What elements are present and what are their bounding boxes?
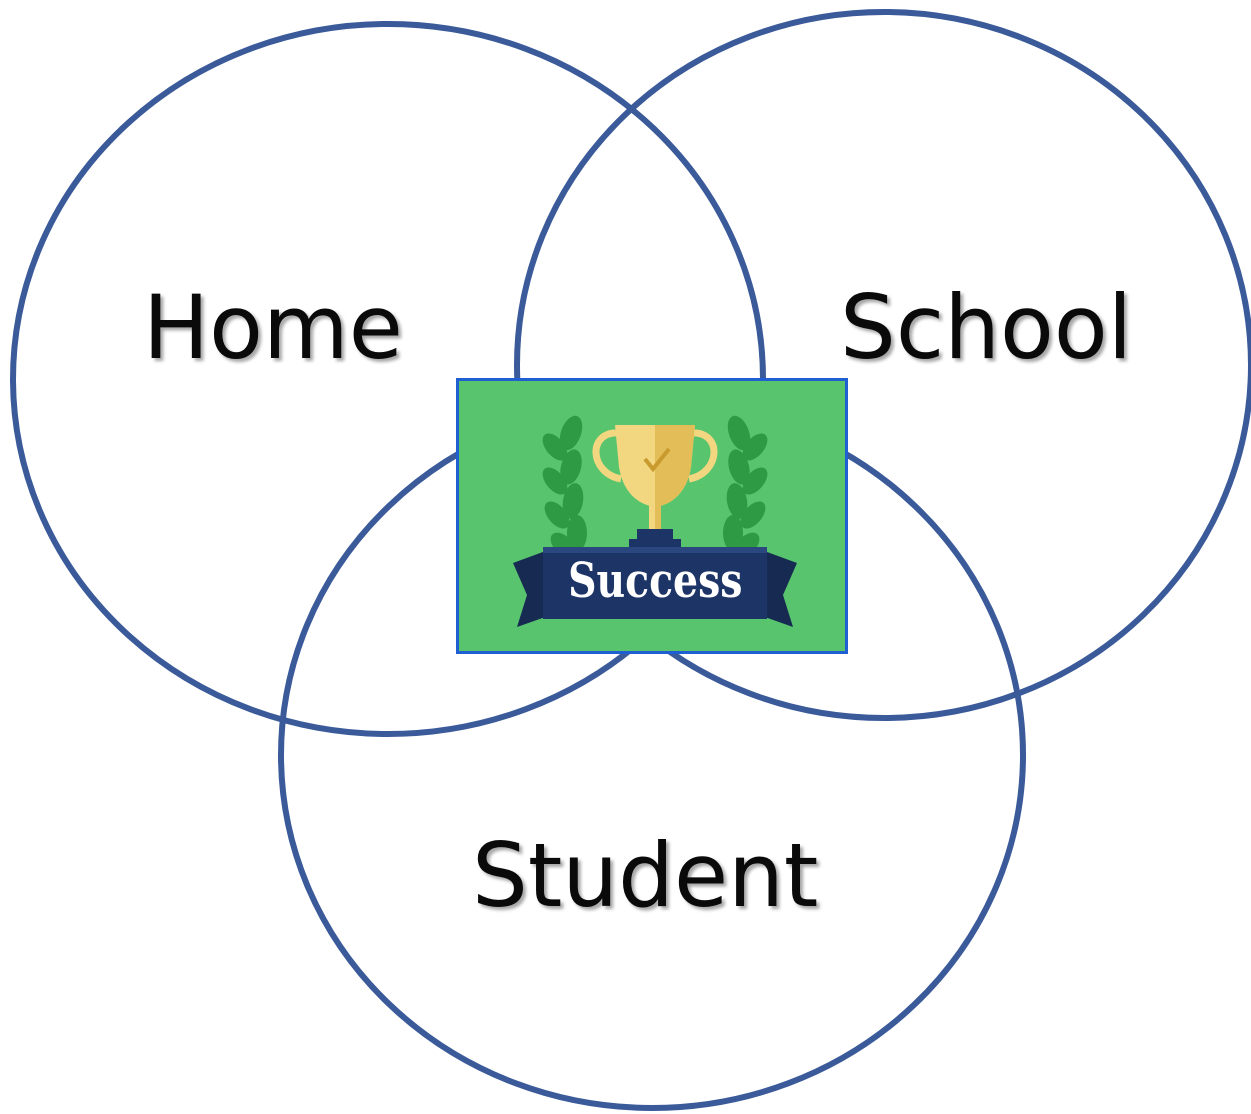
school-label: School: [840, 276, 1133, 379]
right-laurel-icon: [723, 415, 768, 558]
success-ribbon-text: Success: [568, 553, 743, 609]
school-circle: [514, 9, 1251, 721]
left-laurel-icon: [542, 415, 587, 558]
student-label: Student: [472, 824, 819, 927]
trophy-icon: [513, 415, 797, 627]
success-badge: Success: [456, 378, 848, 654]
home-label: Home: [143, 276, 403, 379]
